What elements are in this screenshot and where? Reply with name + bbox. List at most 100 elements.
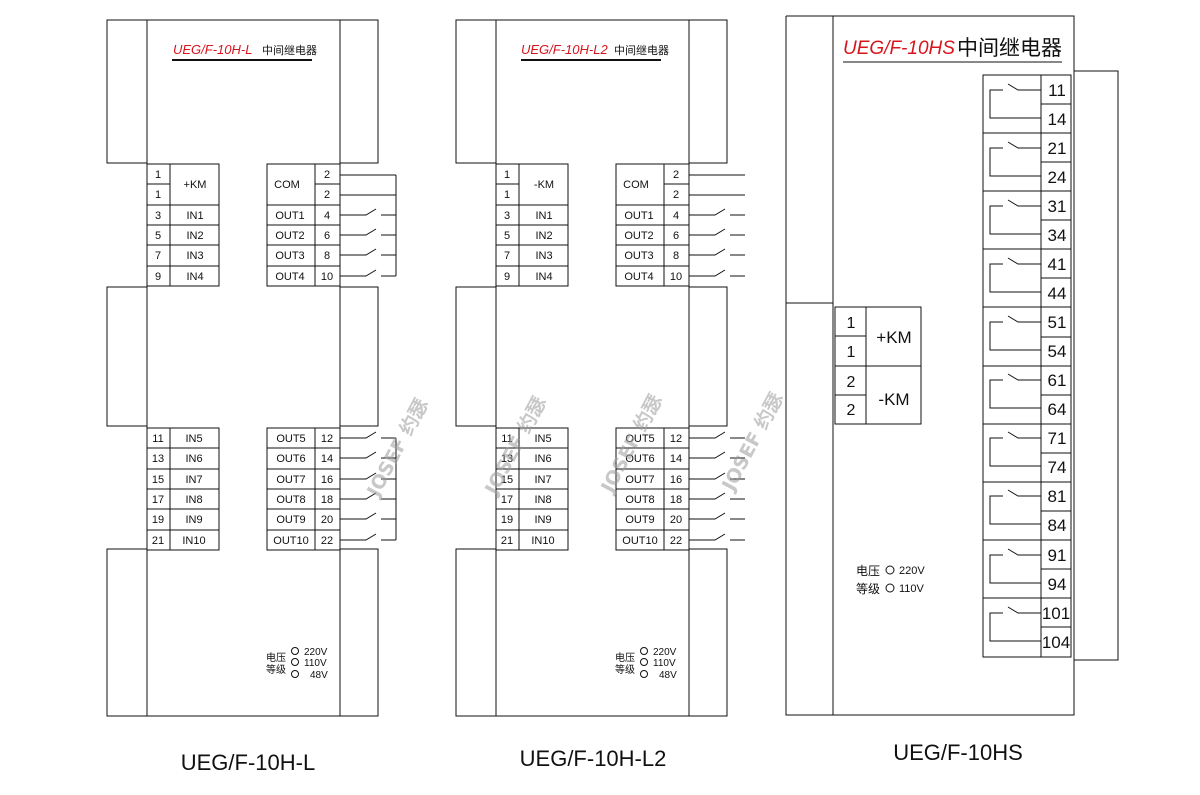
voltage-level-label: 电压 bbox=[856, 564, 880, 578]
mounting-flange-left bbox=[455, 19, 496, 717]
terminal-number: 16 bbox=[670, 474, 682, 486]
input-label: IN4 bbox=[186, 271, 203, 283]
output-label: OUT2 bbox=[624, 230, 653, 242]
relay-caption-10h-l: UEG/F-10H-L bbox=[180, 750, 316, 775]
contact-terminal-number: 71 bbox=[1048, 429, 1067, 448]
terminal-number: 15 bbox=[152, 474, 164, 486]
input-label: IN3 bbox=[535, 250, 552, 262]
voltage-value: 220V bbox=[899, 565, 925, 577]
output-label: OUT6 bbox=[276, 453, 305, 465]
terminal-number: 19 bbox=[152, 514, 164, 526]
relay-unit-10hs bbox=[785, 15, 1119, 716]
terminal-number: 9 bbox=[504, 271, 510, 283]
contact-wiring-a bbox=[340, 174, 397, 277]
terminal-number: 3 bbox=[155, 210, 161, 222]
terminal-number: 19 bbox=[501, 514, 513, 526]
contact-terminal-block bbox=[982, 74, 1072, 658]
input-label: IN6 bbox=[185, 453, 202, 465]
contact-terminal-number: 101 bbox=[1042, 604, 1070, 623]
terminal-number: 4 bbox=[324, 210, 330, 222]
input-label: IN1 bbox=[186, 210, 203, 222]
voltage-indicator bbox=[640, 658, 648, 666]
output-label: OUT9 bbox=[625, 514, 654, 526]
output-label: OUT7 bbox=[625, 474, 654, 486]
relay-title-model: UEG/F-10H-L2 bbox=[521, 42, 608, 57]
input-label: IN3 bbox=[186, 250, 203, 262]
input-label: IN7 bbox=[185, 474, 202, 486]
terminal-number: 3 bbox=[504, 210, 510, 222]
terminal-number: 6 bbox=[324, 230, 330, 242]
terminal-number: 2 bbox=[673, 189, 679, 201]
output-label: OUT1 bbox=[275, 210, 304, 222]
contact-wiring-b bbox=[340, 431, 397, 541]
relay-body bbox=[146, 19, 341, 717]
output-com-label: COM bbox=[623, 179, 649, 191]
terminal-number: 9 bbox=[155, 271, 161, 283]
terminal-number: 18 bbox=[321, 494, 333, 506]
relay-title-name: 中间继电器 bbox=[614, 44, 669, 57]
mounting-flange-right bbox=[340, 19, 379, 717]
terminal-number: 14 bbox=[670, 453, 682, 465]
voltage-indicator bbox=[291, 658, 299, 666]
voltage-level-label: 等级 bbox=[266, 663, 286, 676]
terminal-number: 21 bbox=[152, 535, 164, 547]
terminal-number: 21 bbox=[501, 535, 513, 547]
voltage-value: 110V bbox=[304, 658, 327, 669]
terminal-number: 1 bbox=[155, 169, 161, 181]
voltage-value: 220V bbox=[304, 647, 328, 658]
output-terminal-block-a bbox=[615, 163, 690, 287]
contact-terminal-number: 84 bbox=[1048, 516, 1067, 535]
contact-terminal-number: 61 bbox=[1048, 371, 1067, 390]
terminal-number: 5 bbox=[155, 230, 161, 242]
contact-terminal-number: 94 bbox=[1048, 575, 1067, 594]
terminal-number: 17 bbox=[501, 494, 513, 506]
terminal-number: 2 bbox=[847, 402, 856, 419]
relay-title-name: 中间继电器 bbox=[957, 36, 1062, 60]
terminal-number: 2 bbox=[847, 374, 856, 391]
contact-terminal-number: 41 bbox=[1048, 255, 1067, 274]
terminal-number: 8 bbox=[673, 250, 679, 262]
input-label: IN7 bbox=[534, 474, 551, 486]
voltage-value: 48V bbox=[310, 670, 328, 681]
supply-terminal-block bbox=[834, 306, 922, 425]
terminal-number: 1 bbox=[504, 189, 510, 201]
output-label: OUT4 bbox=[275, 271, 304, 283]
output-label: OUT5 bbox=[276, 433, 305, 445]
contact-terminal-number: 11 bbox=[1048, 81, 1066, 100]
output-label: OUT4 bbox=[624, 271, 653, 283]
voltage-value: 110V bbox=[653, 658, 676, 669]
terminal-number: 16 bbox=[321, 474, 333, 486]
terminal-number: 1 bbox=[504, 169, 510, 181]
terminal-number: 18 bbox=[670, 494, 682, 506]
contact-terminal-number: 51 bbox=[1048, 313, 1067, 332]
output-label: OUT10 bbox=[273, 535, 308, 547]
voltage-level-label: 等级 bbox=[856, 582, 880, 596]
output-label: OUT8 bbox=[625, 494, 654, 506]
relay-title-model: UEG/F-10HS bbox=[843, 38, 955, 59]
terminal-number: 13 bbox=[152, 453, 164, 465]
relay-caption-10h-l2: UEG/F-10H-L2 bbox=[519, 746, 667, 771]
voltage-value: 48V bbox=[659, 670, 677, 681]
output-label: OUT1 bbox=[624, 210, 653, 222]
output-label: OUT5 bbox=[625, 433, 654, 445]
terminal-number: 11 bbox=[501, 433, 512, 445]
terminal-number: 7 bbox=[155, 250, 161, 262]
input-terminal-block-a bbox=[495, 163, 569, 287]
output-terminal-block-b bbox=[615, 427, 690, 551]
output-label: OUT8 bbox=[276, 494, 305, 506]
relay-caption-10hs: UEG/F-10HS bbox=[893, 740, 1023, 765]
output-label: OUT6 bbox=[625, 453, 654, 465]
voltage-indicator bbox=[640, 670, 648, 678]
voltage-level-label: 等级 bbox=[615, 663, 635, 676]
output-terminal-block-b bbox=[266, 427, 341, 551]
contact-terminal-number: 104 bbox=[1042, 633, 1070, 652]
input-label: IN2 bbox=[535, 230, 552, 242]
output-com-label: COM bbox=[274, 179, 300, 191]
terminal-number: 20 bbox=[321, 514, 333, 526]
input-terminal-block-b bbox=[495, 427, 569, 551]
supply-label: +KM bbox=[184, 179, 207, 191]
watermark: JOSEF 约瑟 bbox=[361, 395, 433, 502]
input-terminal-block-b bbox=[146, 427, 220, 551]
mounting-flange-right bbox=[689, 19, 728, 717]
